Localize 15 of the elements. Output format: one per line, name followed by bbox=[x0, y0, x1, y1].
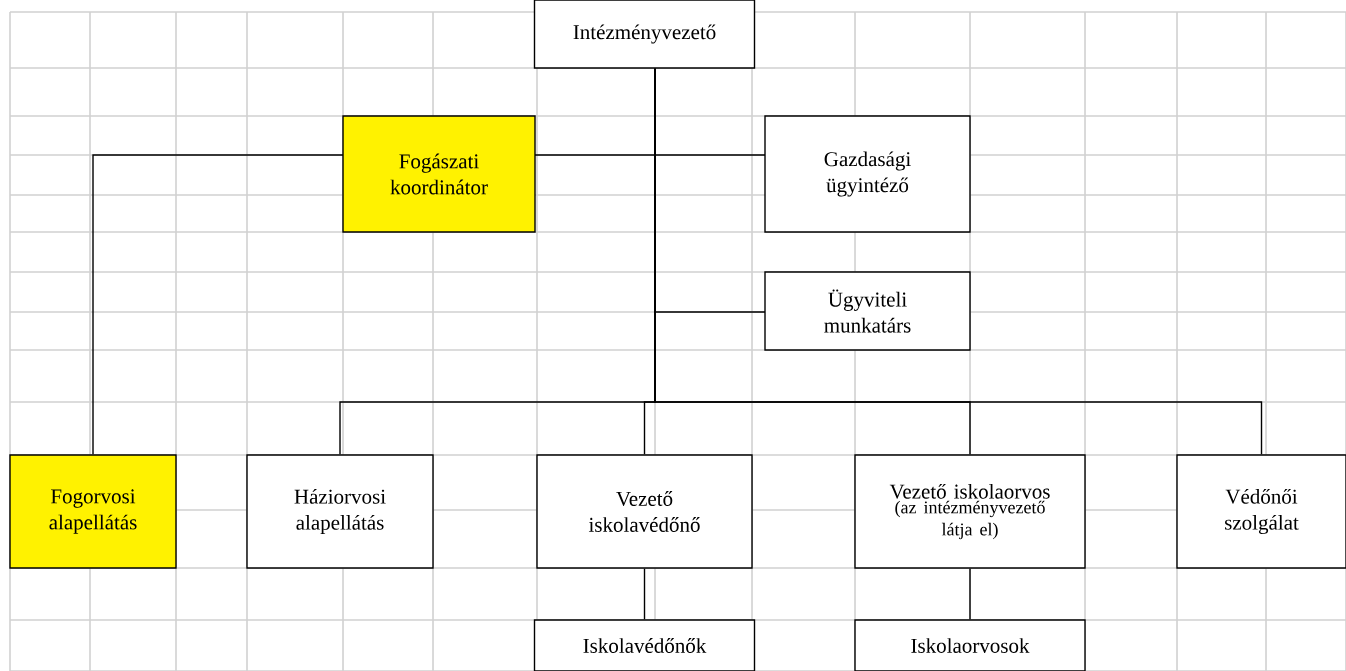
org-box: Háziorvosi alapellátás bbox=[246, 454, 434, 569]
org-box: Fogorvosi alapellátás bbox=[9, 454, 177, 569]
org-box: Védőnői szolgálat bbox=[1176, 454, 1346, 569]
connector-line bbox=[643, 568, 646, 620]
org-box: Iskolavédőnők bbox=[533, 619, 756, 671]
org-box: Ügyviteli munkatárs bbox=[764, 271, 971, 351]
org-box: Fogászati koordinátor bbox=[342, 115, 536, 233]
connector-line bbox=[969, 568, 971, 620]
org-box: Vezető iskolaorvos (az intézményvezető látja el) bbox=[854, 454, 1086, 569]
connector-line bbox=[654, 68, 1263, 455]
org-box: Intézményvezető bbox=[533, 0, 756, 69]
org-box: Gazdasági ügyintéző bbox=[764, 115, 971, 233]
org-box: Vezető iskolavédőnő bbox=[536, 454, 753, 569]
org-box: Iskolaorvosok bbox=[854, 619, 1086, 671]
connector-line bbox=[92, 154, 344, 455]
